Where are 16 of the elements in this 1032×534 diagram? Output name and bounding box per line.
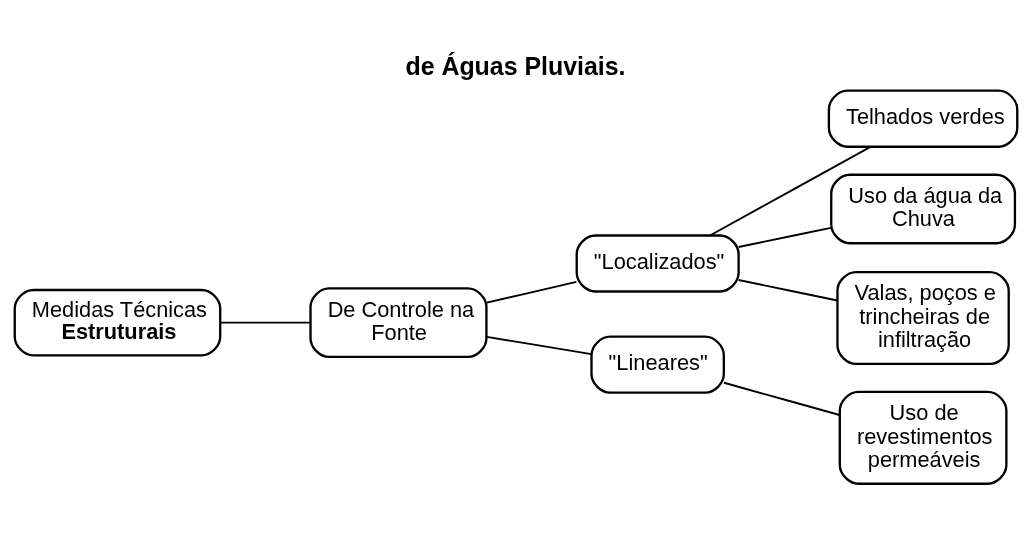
node-box: De Controle na Fonte [309,287,488,359]
connector [737,226,832,248]
connector [485,280,578,304]
node-box: Valas, poços e trincheiras de infiltração [836,270,1010,366]
node-box: Medidas Técnicas Estruturais [13,288,222,357]
diagram-title: de Águas Pluviais. [405,51,626,80]
connector [485,335,593,355]
node-box: Uso da água da Chuva [830,173,1017,245]
node-box: "Localizados" [575,234,740,293]
node-box: "Lineares" [590,335,725,394]
connector [709,145,872,237]
node-box: Uso de revestimentos permeáveis [838,390,1008,485]
connector [737,279,839,302]
node-box: Telhados verdes [827,89,1019,148]
connector [723,381,841,416]
connector [219,321,312,324]
